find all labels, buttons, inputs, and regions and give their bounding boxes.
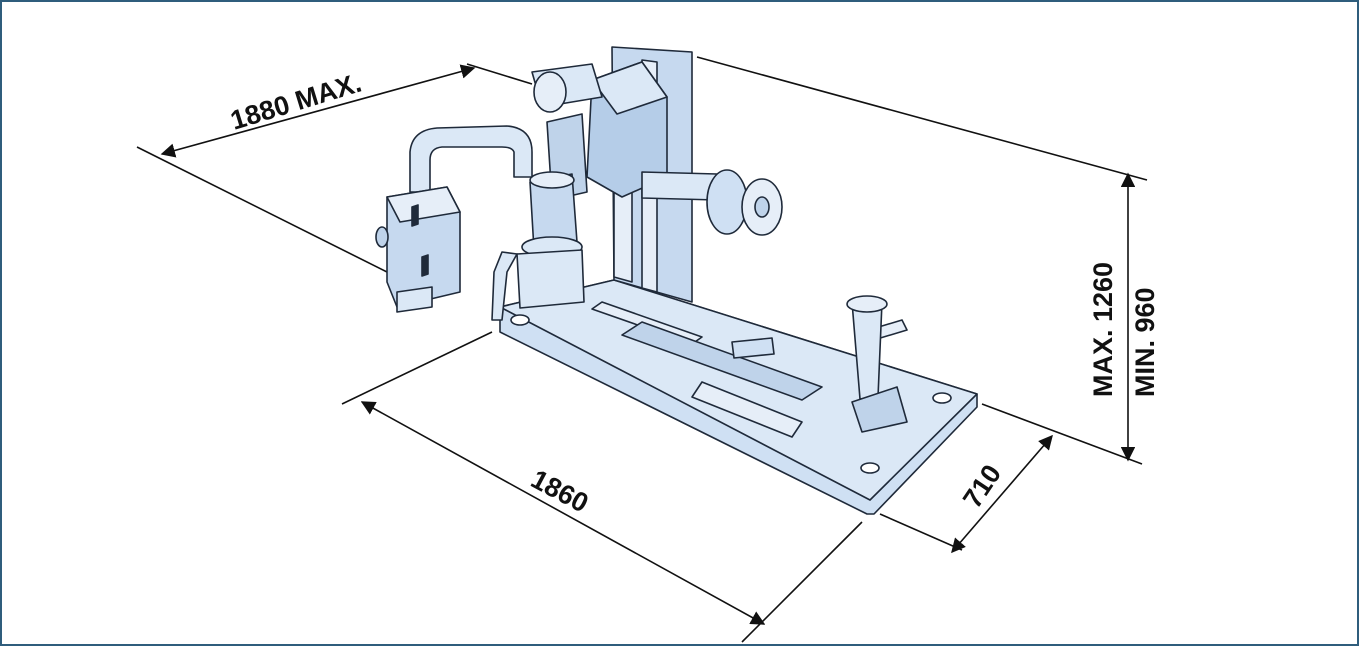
extension-line-left [136, 146, 388, 273]
mounting-hole [860, 462, 880, 474]
handwheel-hub [754, 196, 770, 218]
dimension-arrow-depth [951, 434, 1053, 554]
hydraulic-hose [491, 251, 518, 321]
dimension-lines [136, 56, 1148, 643]
extension-line-right [981, 403, 1143, 465]
rail-clamp [731, 337, 775, 359]
dimension-label-height-min: MIN. 960 [1130, 287, 1160, 397]
hydraulic-tank [516, 249, 585, 309]
extension-line-top-right [696, 56, 1148, 181]
machine-illustration [375, 46, 978, 515]
post-clamp [851, 386, 908, 433]
top-motor-cap [533, 71, 567, 113]
valve-handle [421, 254, 429, 277]
hydraulic-pipe [409, 125, 533, 193]
dimension-arrow-length [360, 401, 766, 625]
dimension-arrow-top-width [160, 64, 476, 158]
mounting-hole [510, 314, 530, 326]
dimension-label-top-width: 1880 MAX. [227, 68, 365, 136]
extension-line-top-left [466, 63, 533, 85]
base-rail [691, 381, 803, 438]
machine-head-top [591, 61, 668, 115]
valve-lever [396, 286, 433, 313]
dimension-label-height-max: MAX. 1260 [1088, 262, 1118, 397]
extension-line-depth-left [879, 513, 963, 551]
valve-handle [411, 204, 419, 227]
mounting-hole [932, 392, 952, 404]
spindle-arm [641, 171, 718, 201]
dimension-label-depth: 710 [957, 459, 1007, 513]
valve-knob [375, 226, 389, 248]
extension-line-front-bottom [741, 521, 863, 643]
base-rail [621, 321, 823, 401]
pump-motor-cap [529, 171, 575, 189]
control-valve-top [386, 186, 461, 223]
handwheel-rear [706, 169, 748, 235]
extension-line-front-left [341, 331, 493, 405]
gauge-post-top [846, 295, 888, 313]
